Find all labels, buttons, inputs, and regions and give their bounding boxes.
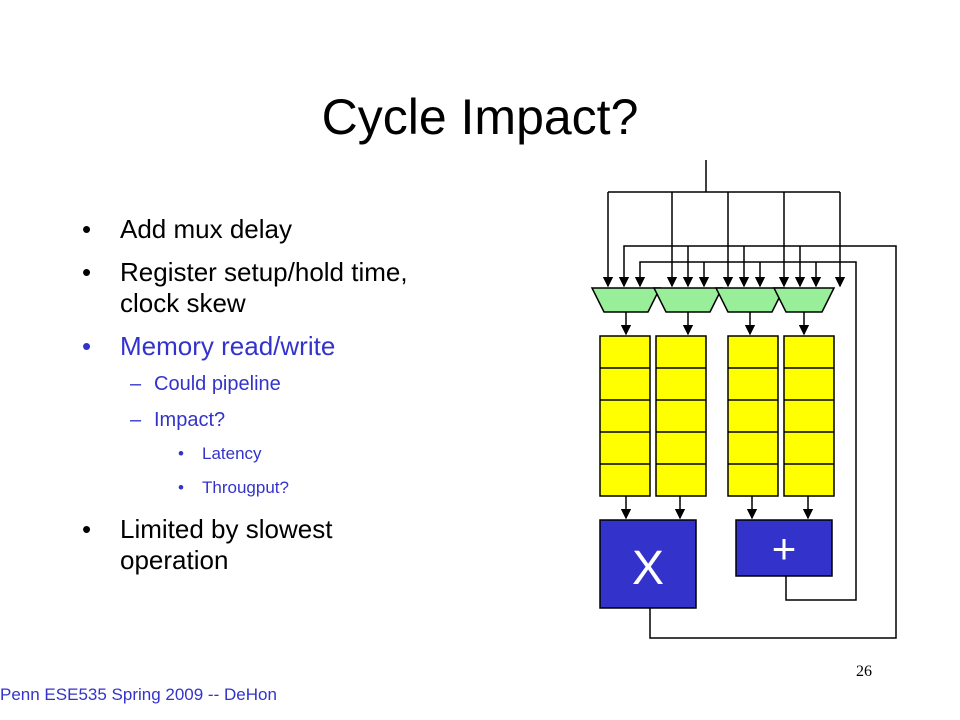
page-number: 26 [856, 663, 872, 680]
footer-text: Penn ESE535 Spring 2009 -- DeHon [0, 685, 277, 704]
multiply-unit [599, 519, 697, 609]
mux-output-wires [620, 312, 810, 336]
bullet-add-mux-delay: Add mux delay [82, 214, 422, 245]
multiply-label: X [632, 542, 664, 595]
memory-bank-1 [599, 335, 651, 497]
memory-bank-3 [727, 335, 779, 497]
memory-bank-2 [655, 335, 707, 497]
add-feedback-wire [634, 261, 857, 601]
sub-sub-bullet-throughput: Througput? [82, 478, 422, 498]
input-bus [602, 160, 846, 288]
memory-bank-4 [783, 335, 835, 497]
sub-bullet-could-pipeline: Could pipeline [82, 372, 422, 396]
slide-title: Cycle Impact? [321, 89, 639, 145]
bullet-limited-by-slowest: Limited by slowest operation [82, 514, 422, 576]
mux-2 [652, 287, 724, 313]
sub-sub-bullet-latency: Latency [82, 444, 422, 464]
sub-bullet-impact: Impact? [82, 408, 422, 432]
mux-4 [772, 287, 836, 313]
bullet-memory-read-write: Memory read/write [82, 331, 422, 362]
bullet-list: Add mux delay Register setup/hold time, … [82, 214, 422, 588]
memory-output-wires [620, 496, 814, 520]
add-label: + [772, 525, 797, 572]
mux-3 [714, 287, 786, 313]
mux-row [590, 287, 836, 313]
mux-1 [590, 287, 662, 313]
multiply-feedback-wire [618, 245, 897, 639]
bullet-register-setup: Register setup/hold time, clock skew [82, 257, 422, 319]
add-unit [735, 519, 833, 577]
